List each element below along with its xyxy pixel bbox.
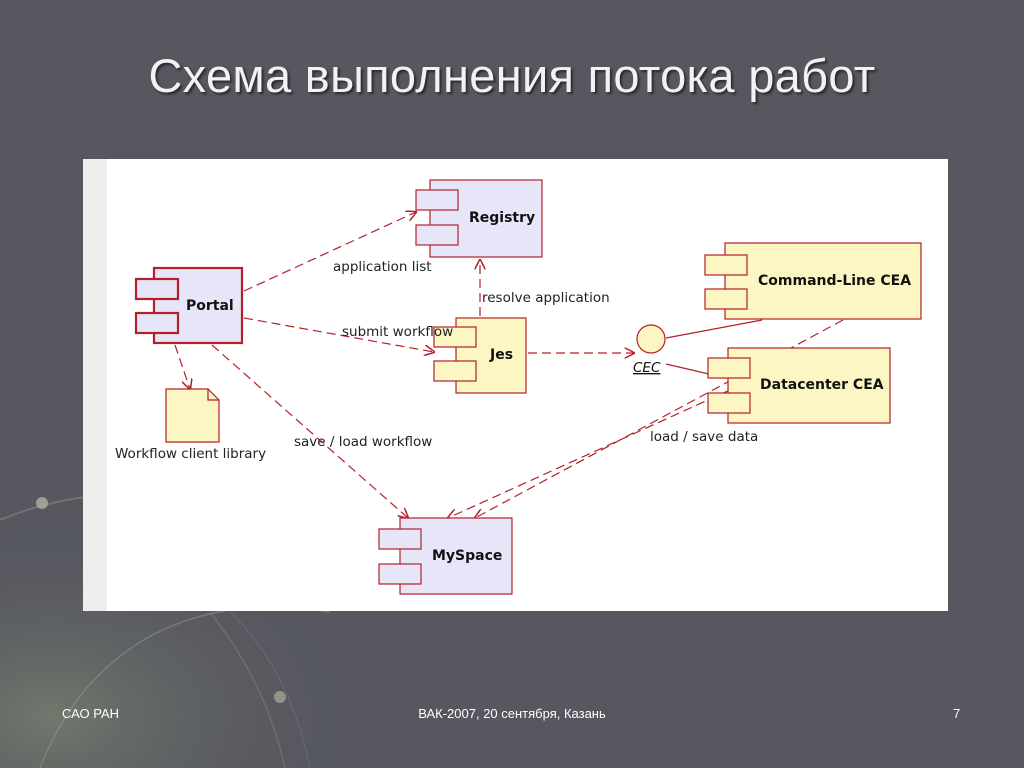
edge-portal-registry xyxy=(243,212,416,292)
label-load-save-data: load / save data xyxy=(650,429,758,445)
jes-label: Jes xyxy=(489,347,513,363)
diagram-canvas: Registry Portal Jes CEC Command-Line CEA xyxy=(83,159,922,611)
edge-cec-commandline xyxy=(665,319,763,339)
label-submit-workflow: submit workflow xyxy=(342,324,453,340)
cec-interface[interactable]: CEC xyxy=(633,324,666,376)
datacenter-cea-component[interactable]: Datacenter CEA xyxy=(707,347,891,424)
jes-component[interactable]: Jes xyxy=(433,317,527,394)
edge-portal-myspace xyxy=(211,344,408,518)
label-resolve-application: resolve application xyxy=(482,290,610,306)
portal-label: Portal xyxy=(186,298,234,314)
figure-margin xyxy=(83,159,107,611)
myspace-label: MySpace xyxy=(432,548,502,564)
command-line-cea-label: Command-Line CEA xyxy=(758,273,911,289)
footer-organization: САО РАН xyxy=(62,706,120,721)
portal-component[interactable]: Portal xyxy=(134,266,244,345)
workflow-client-library-label: Workflow client library xyxy=(115,446,266,462)
cec-label: CEC xyxy=(633,360,661,376)
workflow-diagram: Registry Portal Jes CEC Command-Line CEA xyxy=(83,159,948,611)
edge-portal-jes xyxy=(243,317,434,352)
edge-portal-library xyxy=(174,344,190,389)
label-application-list: application list xyxy=(333,259,432,275)
label-save-load-workflow: save / load workflow xyxy=(294,434,432,450)
command-line-cea-component[interactable]: Command-Line CEA xyxy=(704,242,922,320)
registry-component[interactable]: Registry xyxy=(415,179,543,258)
edge-datacenter-myspace xyxy=(448,389,731,518)
datacenter-cea-label: Datacenter CEA xyxy=(760,377,884,393)
page-number: 7 xyxy=(953,706,961,721)
registry-label: Registry xyxy=(469,210,535,226)
myspace-component[interactable]: MySpace xyxy=(378,517,513,595)
workflow-client-library-artifact[interactable]: Workflow client library xyxy=(115,388,266,462)
footer-event: ВАК-2007, 20 сентября, Казань xyxy=(418,706,606,721)
slide-title: Схема выполнения потока работ xyxy=(148,49,876,102)
